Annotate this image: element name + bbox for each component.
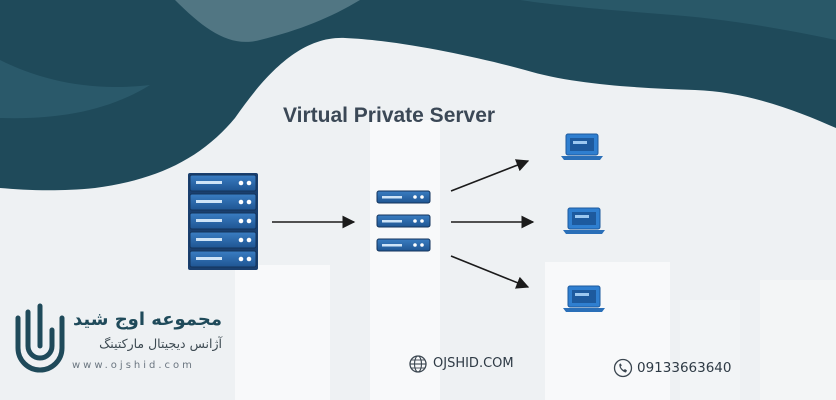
- brand-url: www.ojshid.com: [72, 360, 195, 371]
- vps-stack-icon: [376, 190, 431, 252]
- physical-server-icon: [188, 173, 258, 270]
- globe-icon: [409, 355, 427, 373]
- laptop-icon-1: [561, 133, 603, 160]
- top-wave-right: [520, 0, 836, 40]
- top-wave-highlight: [175, 0, 360, 42]
- brand-logo-icon: [15, 303, 65, 373]
- brand-name: مجموعه اوج شید: [73, 309, 222, 330]
- arrow-vps-to-client-1: [450, 159, 530, 192]
- arrow-vps-to-client-3: [450, 255, 530, 289]
- top-wave: [0, 0, 836, 191]
- top-wave-shade: [0, 60, 150, 119]
- brand-subtitle: آژانس دیجیتال مارکتینگ: [99, 336, 222, 351]
- diagram-title: Virtual Private Server: [283, 104, 496, 127]
- phone-number: 09133663640: [637, 360, 732, 376]
- laptop-icon-2: [563, 207, 605, 234]
- laptop-icon-3: [563, 285, 605, 312]
- website-label: OJSHID.COM: [433, 356, 514, 371]
- skyline-background: [235, 120, 836, 400]
- phone-icon: [613, 358, 633, 378]
